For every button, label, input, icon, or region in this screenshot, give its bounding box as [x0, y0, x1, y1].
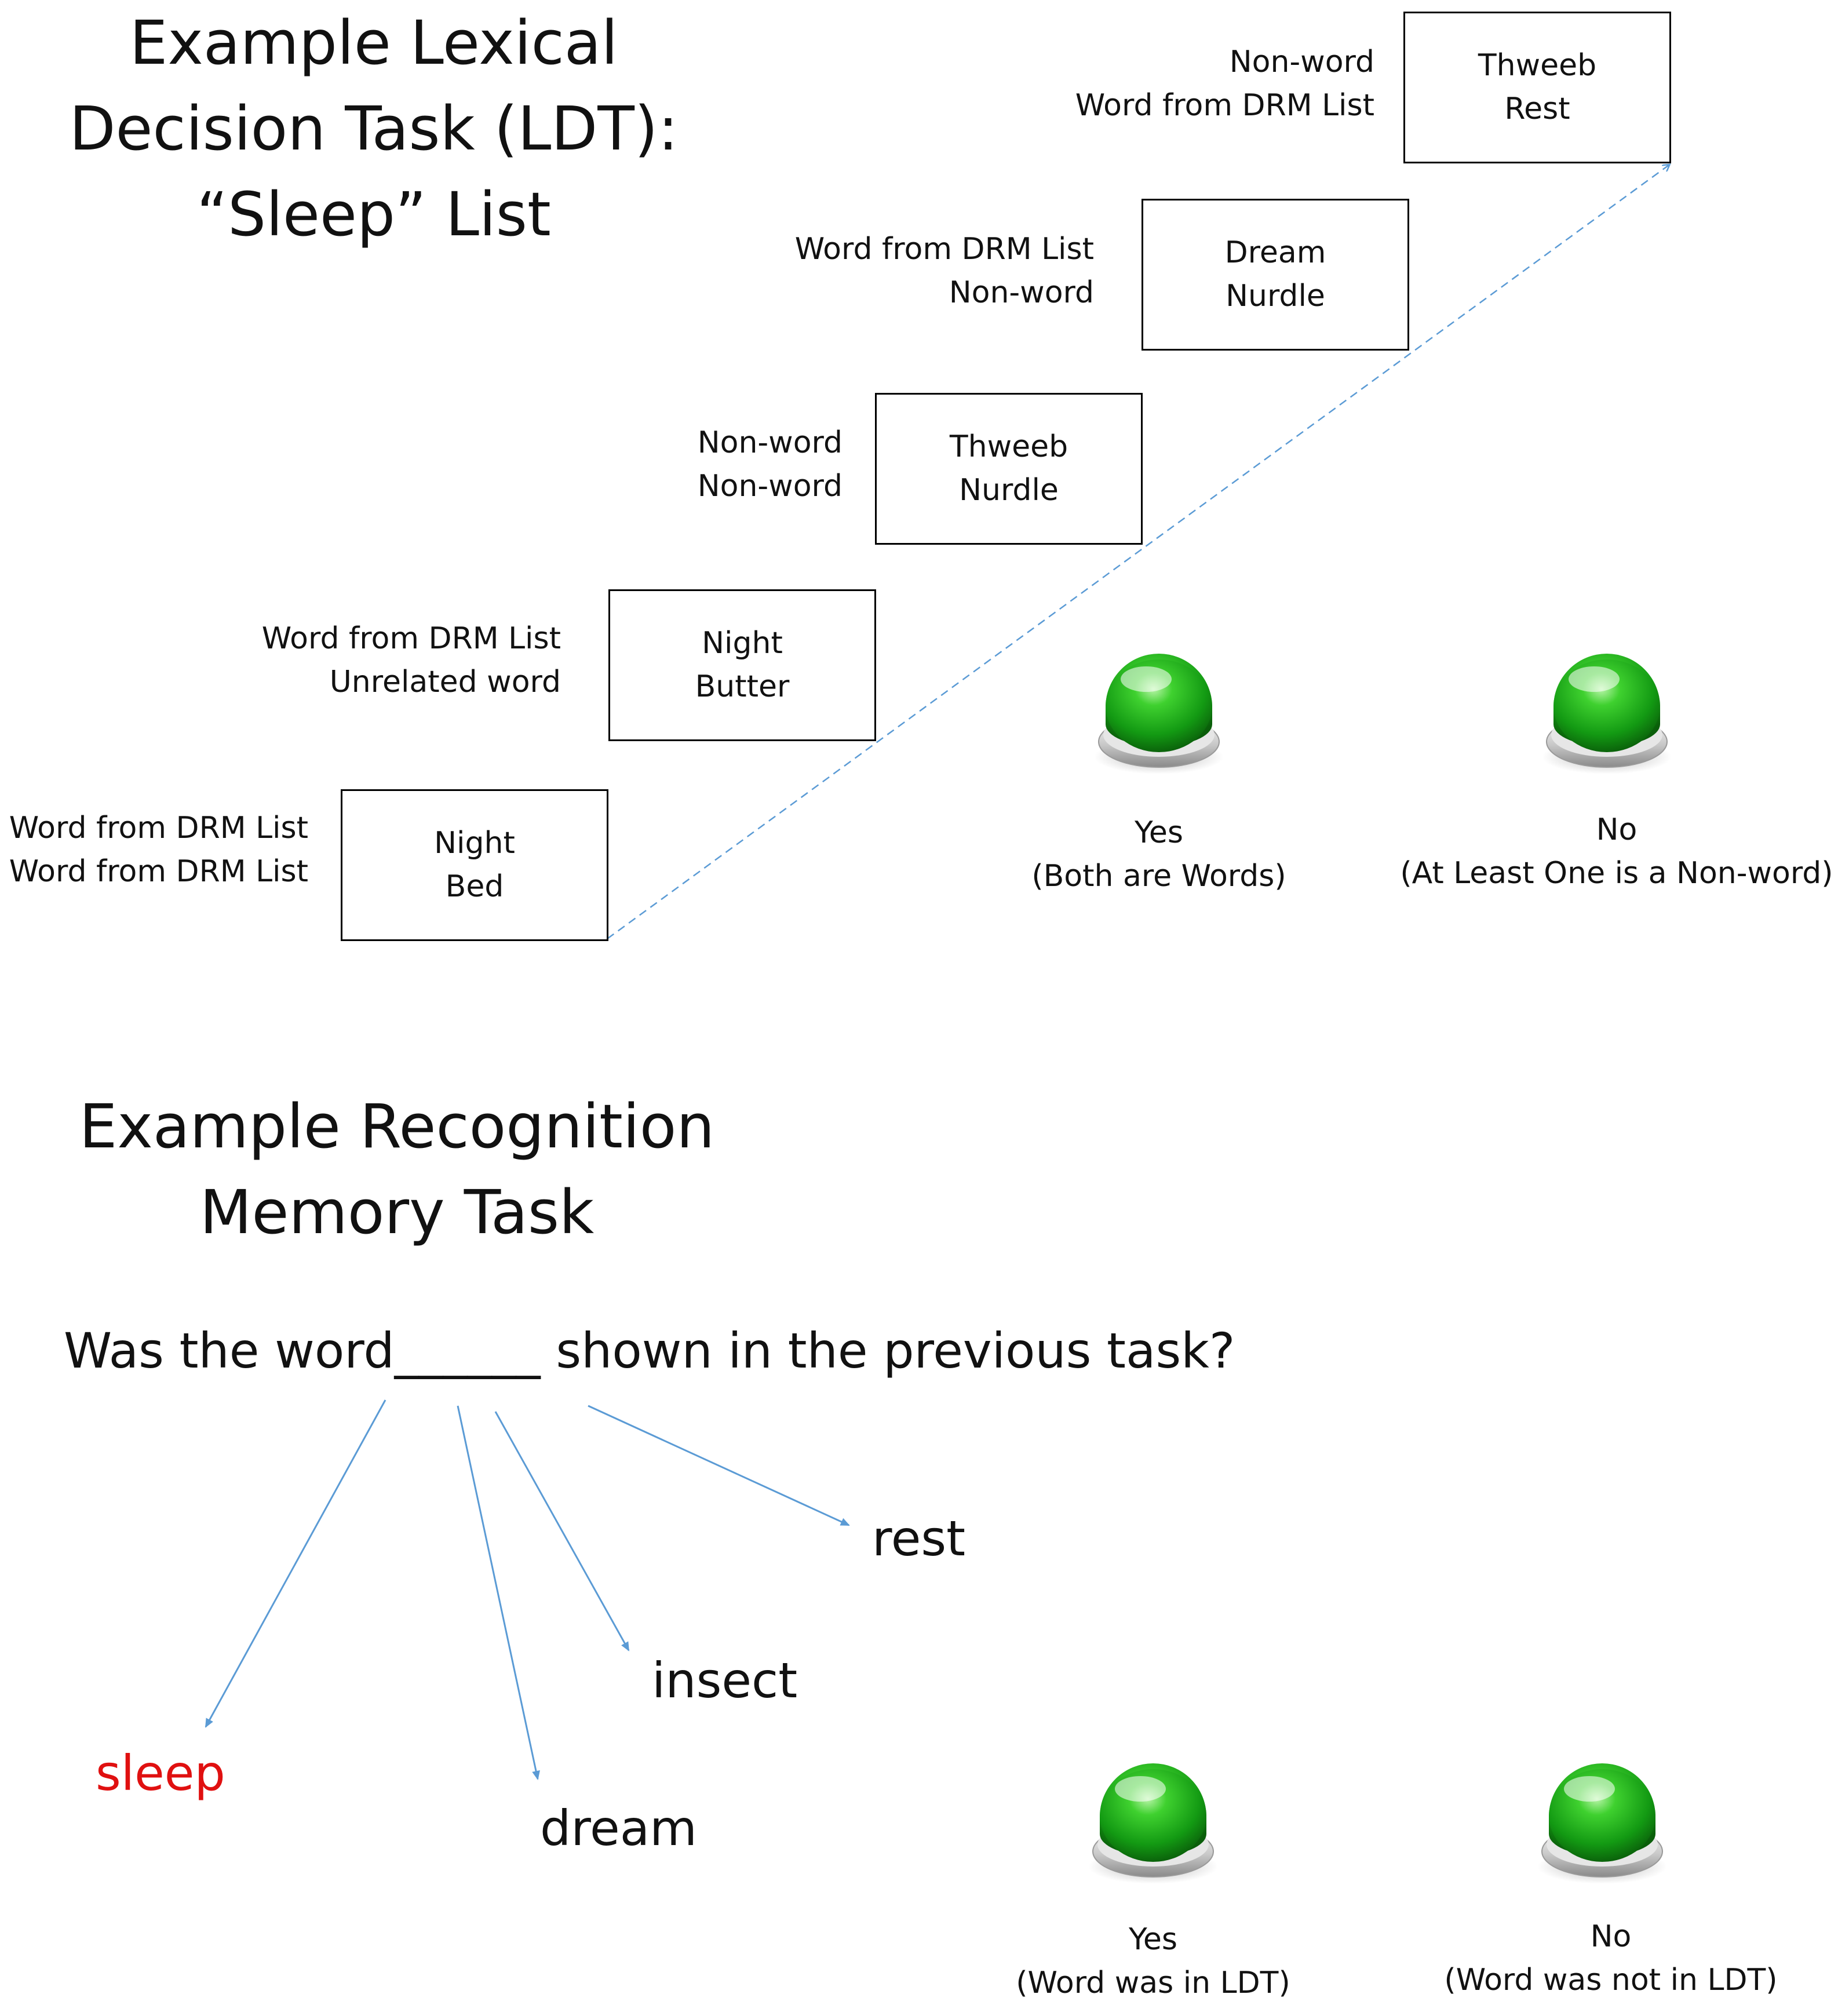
- trial-4-label-2: Non-word: [949, 275, 1094, 310]
- recognition-title: Example Recognition Memory Task: [70, 1084, 724, 1255]
- trial-2-word-2: Butter: [695, 669, 790, 704]
- trial-5-label-2: Word from DRM List: [1075, 88, 1374, 123]
- trial-3-word-2: Nurdle: [959, 473, 1059, 508]
- recognition-no-line-1: No: [1590, 1919, 1632, 1954]
- trial-5-labels: Non-word Word from DRM List: [1075, 41, 1374, 127]
- trial-5-label-1: Non-word: [1229, 45, 1374, 79]
- trial-4-word-1: Dream: [1224, 235, 1326, 270]
- recognition-no-button[interactable]: [1533, 1753, 1672, 1892]
- trial-2-label-1: Word from DRM List: [261, 621, 561, 656]
- ldt-no-line-1: No: [1596, 812, 1638, 847]
- ldt-no-button[interactable]: [1537, 643, 1676, 782]
- trial-4-labels: Word from DRM List Non-word: [795, 228, 1094, 315]
- ldt-no-caption: No (At Least One is a Non-word): [1385, 808, 1838, 895]
- ldt-title-line-2: Decision Task (LDT):: [69, 93, 679, 164]
- option-sleep: sleep: [96, 1745, 225, 1802]
- recognition-title-line-1: Example Recognition: [79, 1091, 715, 1162]
- ldt-yes-caption: Yes (Both are Words): [985, 811, 1333, 898]
- option-arrows: [205, 1399, 850, 1780]
- trial-1-label-1: Word from DRM List: [9, 811, 308, 845]
- recognition-no-caption: No (Word was not in LDT): [1391, 1915, 1831, 2002]
- trial-5-word-2: Rest: [1504, 92, 1570, 126]
- trial-1-label-2: Word from DRM List: [9, 854, 308, 889]
- trial-3-labels: Non-word Non-word: [698, 421, 843, 508]
- trial-3-word-1: Thweeb: [949, 429, 1068, 464]
- trial-3-box: Thweeb Nurdle: [875, 393, 1143, 545]
- trial-1-box: Night Bed: [341, 789, 608, 941]
- recognition-no-line-2: (Word was not in LDT): [1444, 1963, 1778, 1997]
- trial-4-word-2: Nurdle: [1226, 279, 1325, 313]
- recognition-yes-line-1: Yes: [1129, 1922, 1177, 1957]
- trial-3-label-1: Non-word: [697, 425, 843, 460]
- option-rest: rest: [872, 1510, 966, 1567]
- option-dream: dream: [540, 1800, 697, 1857]
- trial-3-label-2: Non-word: [697, 469, 843, 504]
- recognition-title-line-2: Memory Task: [199, 1177, 595, 1248]
- trial-2-box: Night Butter: [608, 589, 876, 741]
- ldt-title-line-1: Example Lexical: [129, 8, 618, 78]
- trial-4-box: Dream Nurdle: [1142, 199, 1409, 351]
- ldt-title-line-3: “Sleep” List: [196, 179, 551, 250]
- recognition-question: Was the word______ shown in the previous…: [64, 1322, 1235, 1379]
- trial-2-label-2: Unrelated word: [329, 665, 561, 699]
- trial-1-word-1: Night: [434, 826, 515, 861]
- ldt-yes-button[interactable]: [1089, 643, 1228, 782]
- sequence-arrow: [607, 0, 1838, 940]
- option-insect: insect: [652, 1652, 798, 1709]
- ldt-yes-line-1: Yes: [1135, 815, 1183, 850]
- trial-2-word-1: Night: [702, 626, 783, 661]
- trial-1-word-2: Bed: [445, 869, 504, 904]
- ldt-no-line-2: (At Least One is a Non-word): [1400, 856, 1833, 891]
- recognition-yes-line-2: (Word was in LDT): [1016, 1966, 1290, 2000]
- recognition-yes-caption: Yes (Word was in LDT): [979, 1918, 1327, 2005]
- ldt-yes-line-2: (Both are Words): [1031, 859, 1286, 894]
- trial-4-label-1: Word from DRM List: [794, 232, 1094, 267]
- ldt-title: Example Lexical Decision Task (LDT): “Sl…: [46, 0, 701, 257]
- trial-1-labels: Word from DRM List Word from DRM List: [9, 807, 308, 894]
- trial-2-labels: Word from DRM List Unrelated word: [262, 617, 561, 704]
- trial-5-word-1: Thweeb: [1478, 48, 1597, 83]
- recognition-yes-button[interactable]: [1084, 1753, 1223, 1892]
- trial-5-box: Thweeb Rest: [1403, 12, 1671, 163]
